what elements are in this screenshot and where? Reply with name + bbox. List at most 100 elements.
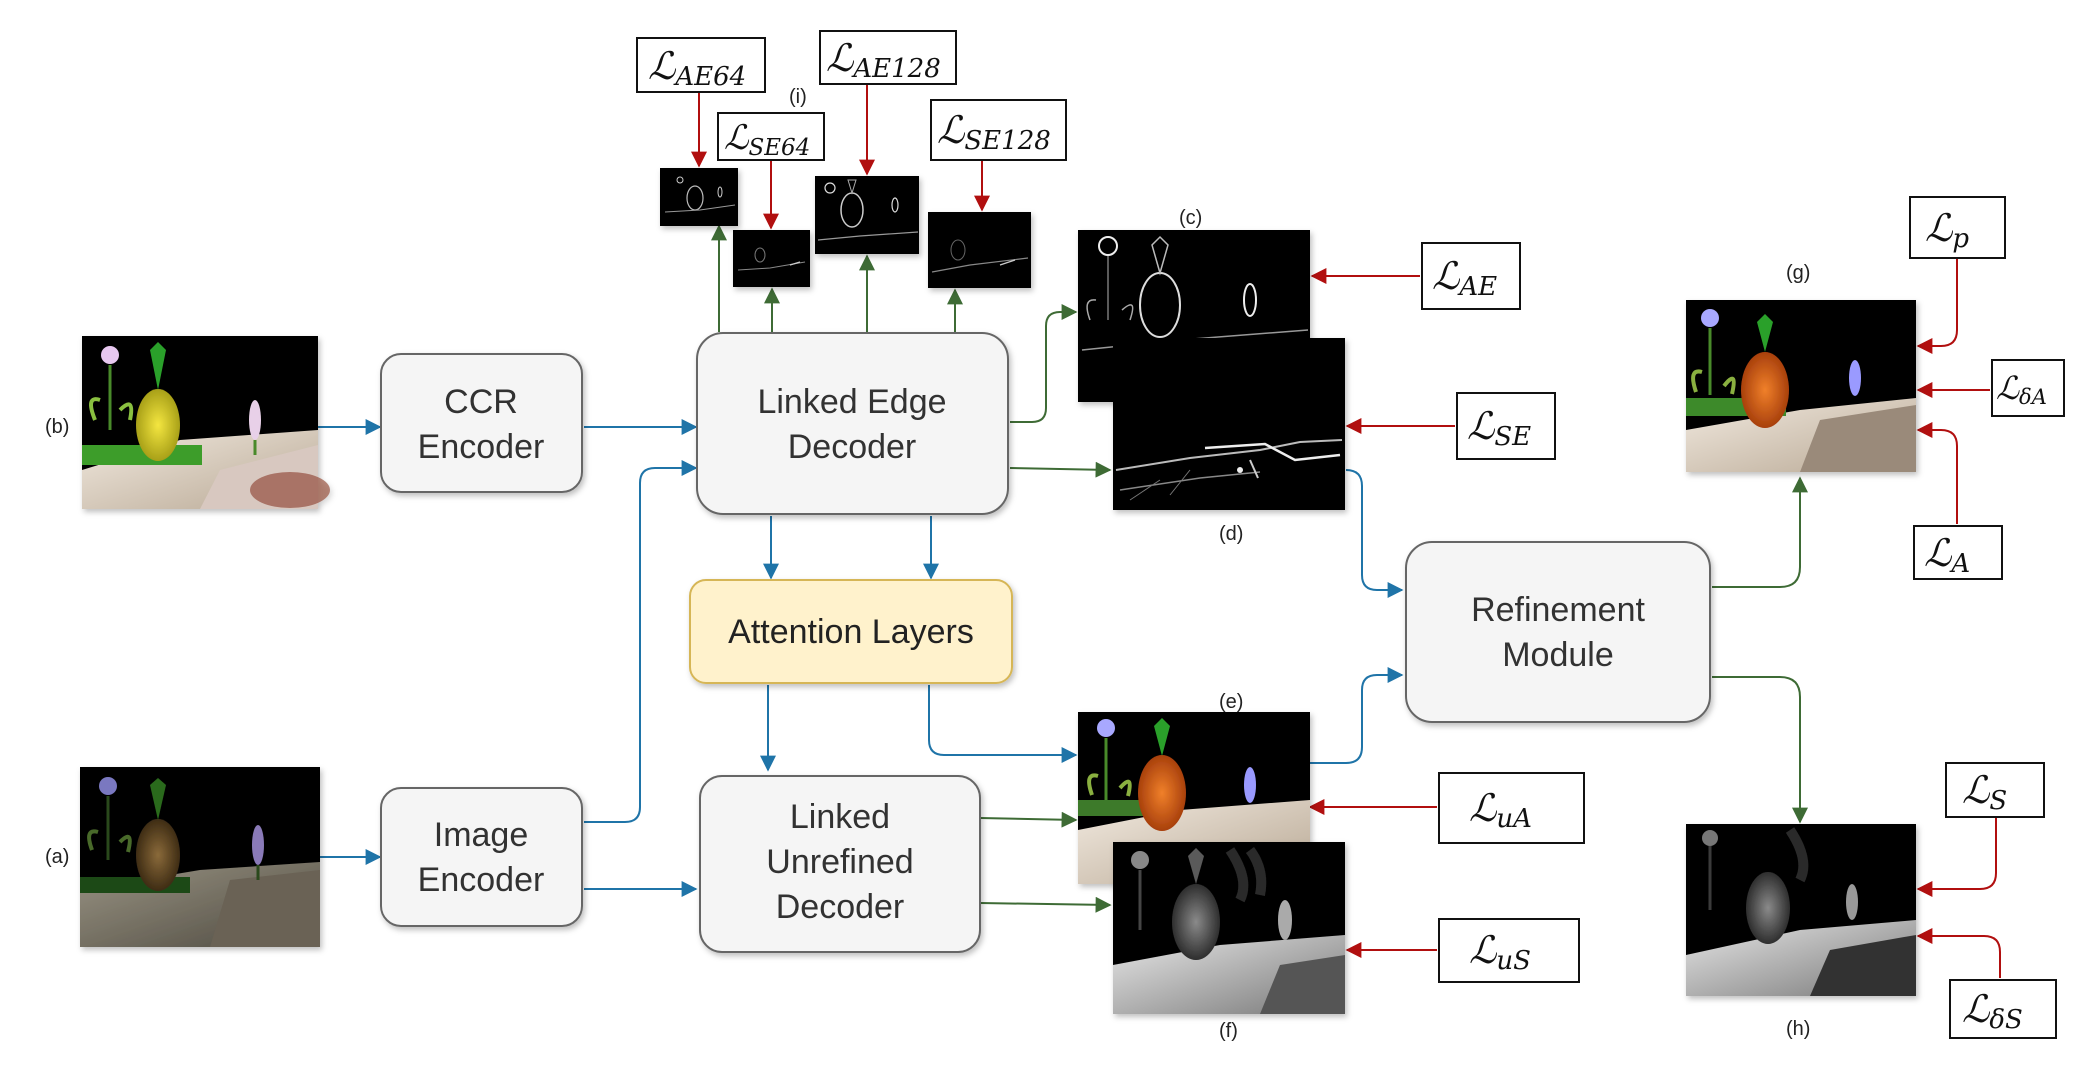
output-g-image <box>1686 300 1916 472</box>
loss-box-us: ℒuS <box>1438 918 1580 983</box>
loss-p-sub: p <box>1952 224 1969 254</box>
loss-box-se64: ℒSE64 <box>717 112 825 161</box>
svg-text:ℒδA: ℒδA <box>1996 369 2047 409</box>
refinement-label-line2: Module <box>1502 636 1614 674</box>
loss-box-se128: ℒSE128 <box>930 99 1067 161</box>
red-arrows <box>691 84 2001 978</box>
loss-us-sub: uS <box>1496 946 1531 976</box>
ccr-encoder-label-line2: Encoder <box>418 428 545 466</box>
loss-a-symbol: ℒ <box>1924 531 1953 575</box>
ccr-image <box>82 336 330 509</box>
loss-us-symbol: ℒ <box>1469 928 1498 972</box>
ccr-encoder-label-line1: CCR <box>444 383 518 421</box>
loss-s-sub: S <box>1989 786 2007 816</box>
arrow-edge-decoder-to-map-d <box>1009 461 1112 478</box>
unrefined-decoder-label-line3: Decoder <box>776 888 905 926</box>
loss-se-symbol: ℒ <box>1467 404 1496 448</box>
caption-i: (i) <box>789 86 807 108</box>
svg-text:ℒuS: ℒuS <box>1469 928 1531 976</box>
loss-ua-sub: uA <box>1496 804 1532 834</box>
caption-f: (f) <box>1219 1020 1238 1042</box>
loss-ds-symbol: ℒ <box>1962 987 1991 1031</box>
arrow-output-e-to-refinement <box>1310 667 1404 764</box>
ccr-encoder-block: CCR Encoder <box>380 353 583 493</box>
image-encoder-label-line2: Encoder <box>418 861 545 899</box>
refinement-label-line1: Refinement <box>1471 591 1645 629</box>
arrow-refinement-to-output-h <box>1712 676 1808 824</box>
loss-box-s: ℒS <box>1945 762 2045 818</box>
svg-text:ℒSE64: ℒSE64 <box>724 118 810 161</box>
image-encoder-block: Image Encoder <box>380 787 583 927</box>
edge-map-i4 <box>928 212 1031 288</box>
svg-text:ℒA: ℒA <box>1924 531 1970 579</box>
edge-decoder-label-line1: Linked Edge <box>757 383 946 421</box>
caption-d: (d) <box>1219 523 1243 545</box>
loss-ae64-sub: AE64 <box>673 62 746 92</box>
arrow-loss-s <box>1916 817 1997 897</box>
svg-text:ℒAE64: ℒAE64 <box>648 44 746 92</box>
loss-ua-symbol: ℒ <box>1469 786 1498 830</box>
arrow-loss-a <box>1916 422 1958 524</box>
loss-ae64-symbol: ℒ <box>648 44 677 88</box>
loss-da-sub: δA <box>2019 385 2047 409</box>
loss-se-sub: SE <box>1494 422 1531 452</box>
caption-c: (c) <box>1179 207 1202 229</box>
loss-se128-sub: SE128 <box>964 126 1050 156</box>
linked-unrefined-decoder-block: Linked Unrefined Decoder <box>699 775 981 953</box>
loss-box-p: ℒp <box>1909 196 2006 259</box>
svg-text:ℒp: ℒp <box>1925 206 1969 254</box>
loss-box-ae64: ℒAE64 <box>636 37 766 93</box>
loss-ae128-sub: AE128 <box>851 54 940 84</box>
arrow-edge-map-d-to-refinement <box>1345 469 1404 598</box>
loss-ae-sub: AE <box>1457 272 1497 302</box>
svg-text:ℒS: ℒS <box>1962 768 2007 816</box>
svg-text:ℒδS: ℒδS <box>1962 987 2023 1035</box>
refinement-module-block: Refinement Module <box>1405 541 1711 723</box>
loss-se64-symbol: ℒ <box>724 118 750 158</box>
loss-ae-symbol: ℒ <box>1432 254 1461 298</box>
image-encoder-label-line1: Image <box>434 816 529 854</box>
green-arrows <box>711 224 1808 913</box>
unrefined-decoder-label-line2: Unrefined <box>766 843 913 881</box>
loss-box-ds: ℒδS <box>1949 979 2057 1039</box>
loss-box-se: ℒSE <box>1456 392 1556 460</box>
arrow-refinement-to-output-g <box>1712 476 1808 588</box>
loss-ds-sub: δS <box>1989 1005 2022 1035</box>
loss-ae128-symbol: ℒ <box>826 36 855 80</box>
svg-text:ℒAE: ℒAE <box>1432 254 1497 302</box>
unrefined-decoder-label-line1: Linked <box>790 798 890 836</box>
attention-layers-block: Attention Layers <box>689 579 1013 684</box>
svg-text:ℒuA: ℒuA <box>1469 786 1532 834</box>
arrow-image-encoder-to-edge-decoder <box>584 460 698 823</box>
edge-map-i2 <box>733 230 810 287</box>
caption-g: (g) <box>1786 262 1810 284</box>
caption-a: (a) <box>45 846 69 868</box>
caption-h: (h) <box>1786 1018 1810 1040</box>
edge-map-i3 <box>815 176 919 254</box>
loss-a-sub: A <box>1949 549 1970 579</box>
caption-b: (b) <box>45 416 69 438</box>
arrow-edge-decoder-to-map-c <box>1010 304 1078 423</box>
loss-box-ae128: ℒAE128 <box>819 30 957 85</box>
loss-da-symbol: ℒ <box>1996 369 2020 407</box>
arrow-loss-p <box>1916 258 1958 354</box>
arrow-unrefined-to-output-e <box>979 811 1078 828</box>
edge-map-d <box>1113 338 1345 510</box>
loss-box-a: ℒA <box>1913 525 2003 580</box>
output-f-image <box>1113 842 1345 1014</box>
arrow-unrefined-to-output-f <box>979 896 1112 913</box>
loss-p-symbol: ℒ <box>1925 206 1954 250</box>
loss-box-ua: ℒuA <box>1438 772 1585 844</box>
attention-layers-label: Attention Layers <box>728 613 974 651</box>
arrow-loss-ds <box>1916 928 2001 978</box>
loss-s-symbol: ℒ <box>1962 768 1991 812</box>
loss-box-da: ℒδA <box>1991 359 2065 417</box>
output-h-image <box>1686 824 1916 996</box>
edge-map-i1 <box>660 168 738 226</box>
caption-e: (e) <box>1219 691 1243 713</box>
svg-text:ℒSE128: ℒSE128 <box>937 108 1051 156</box>
edge-decoder-label-line2: Decoder <box>788 428 917 466</box>
loss-se128-symbol: ℒ <box>937 108 966 152</box>
input-image <box>80 767 320 947</box>
linked-edge-decoder-block: Linked Edge Decoder <box>696 332 1009 515</box>
